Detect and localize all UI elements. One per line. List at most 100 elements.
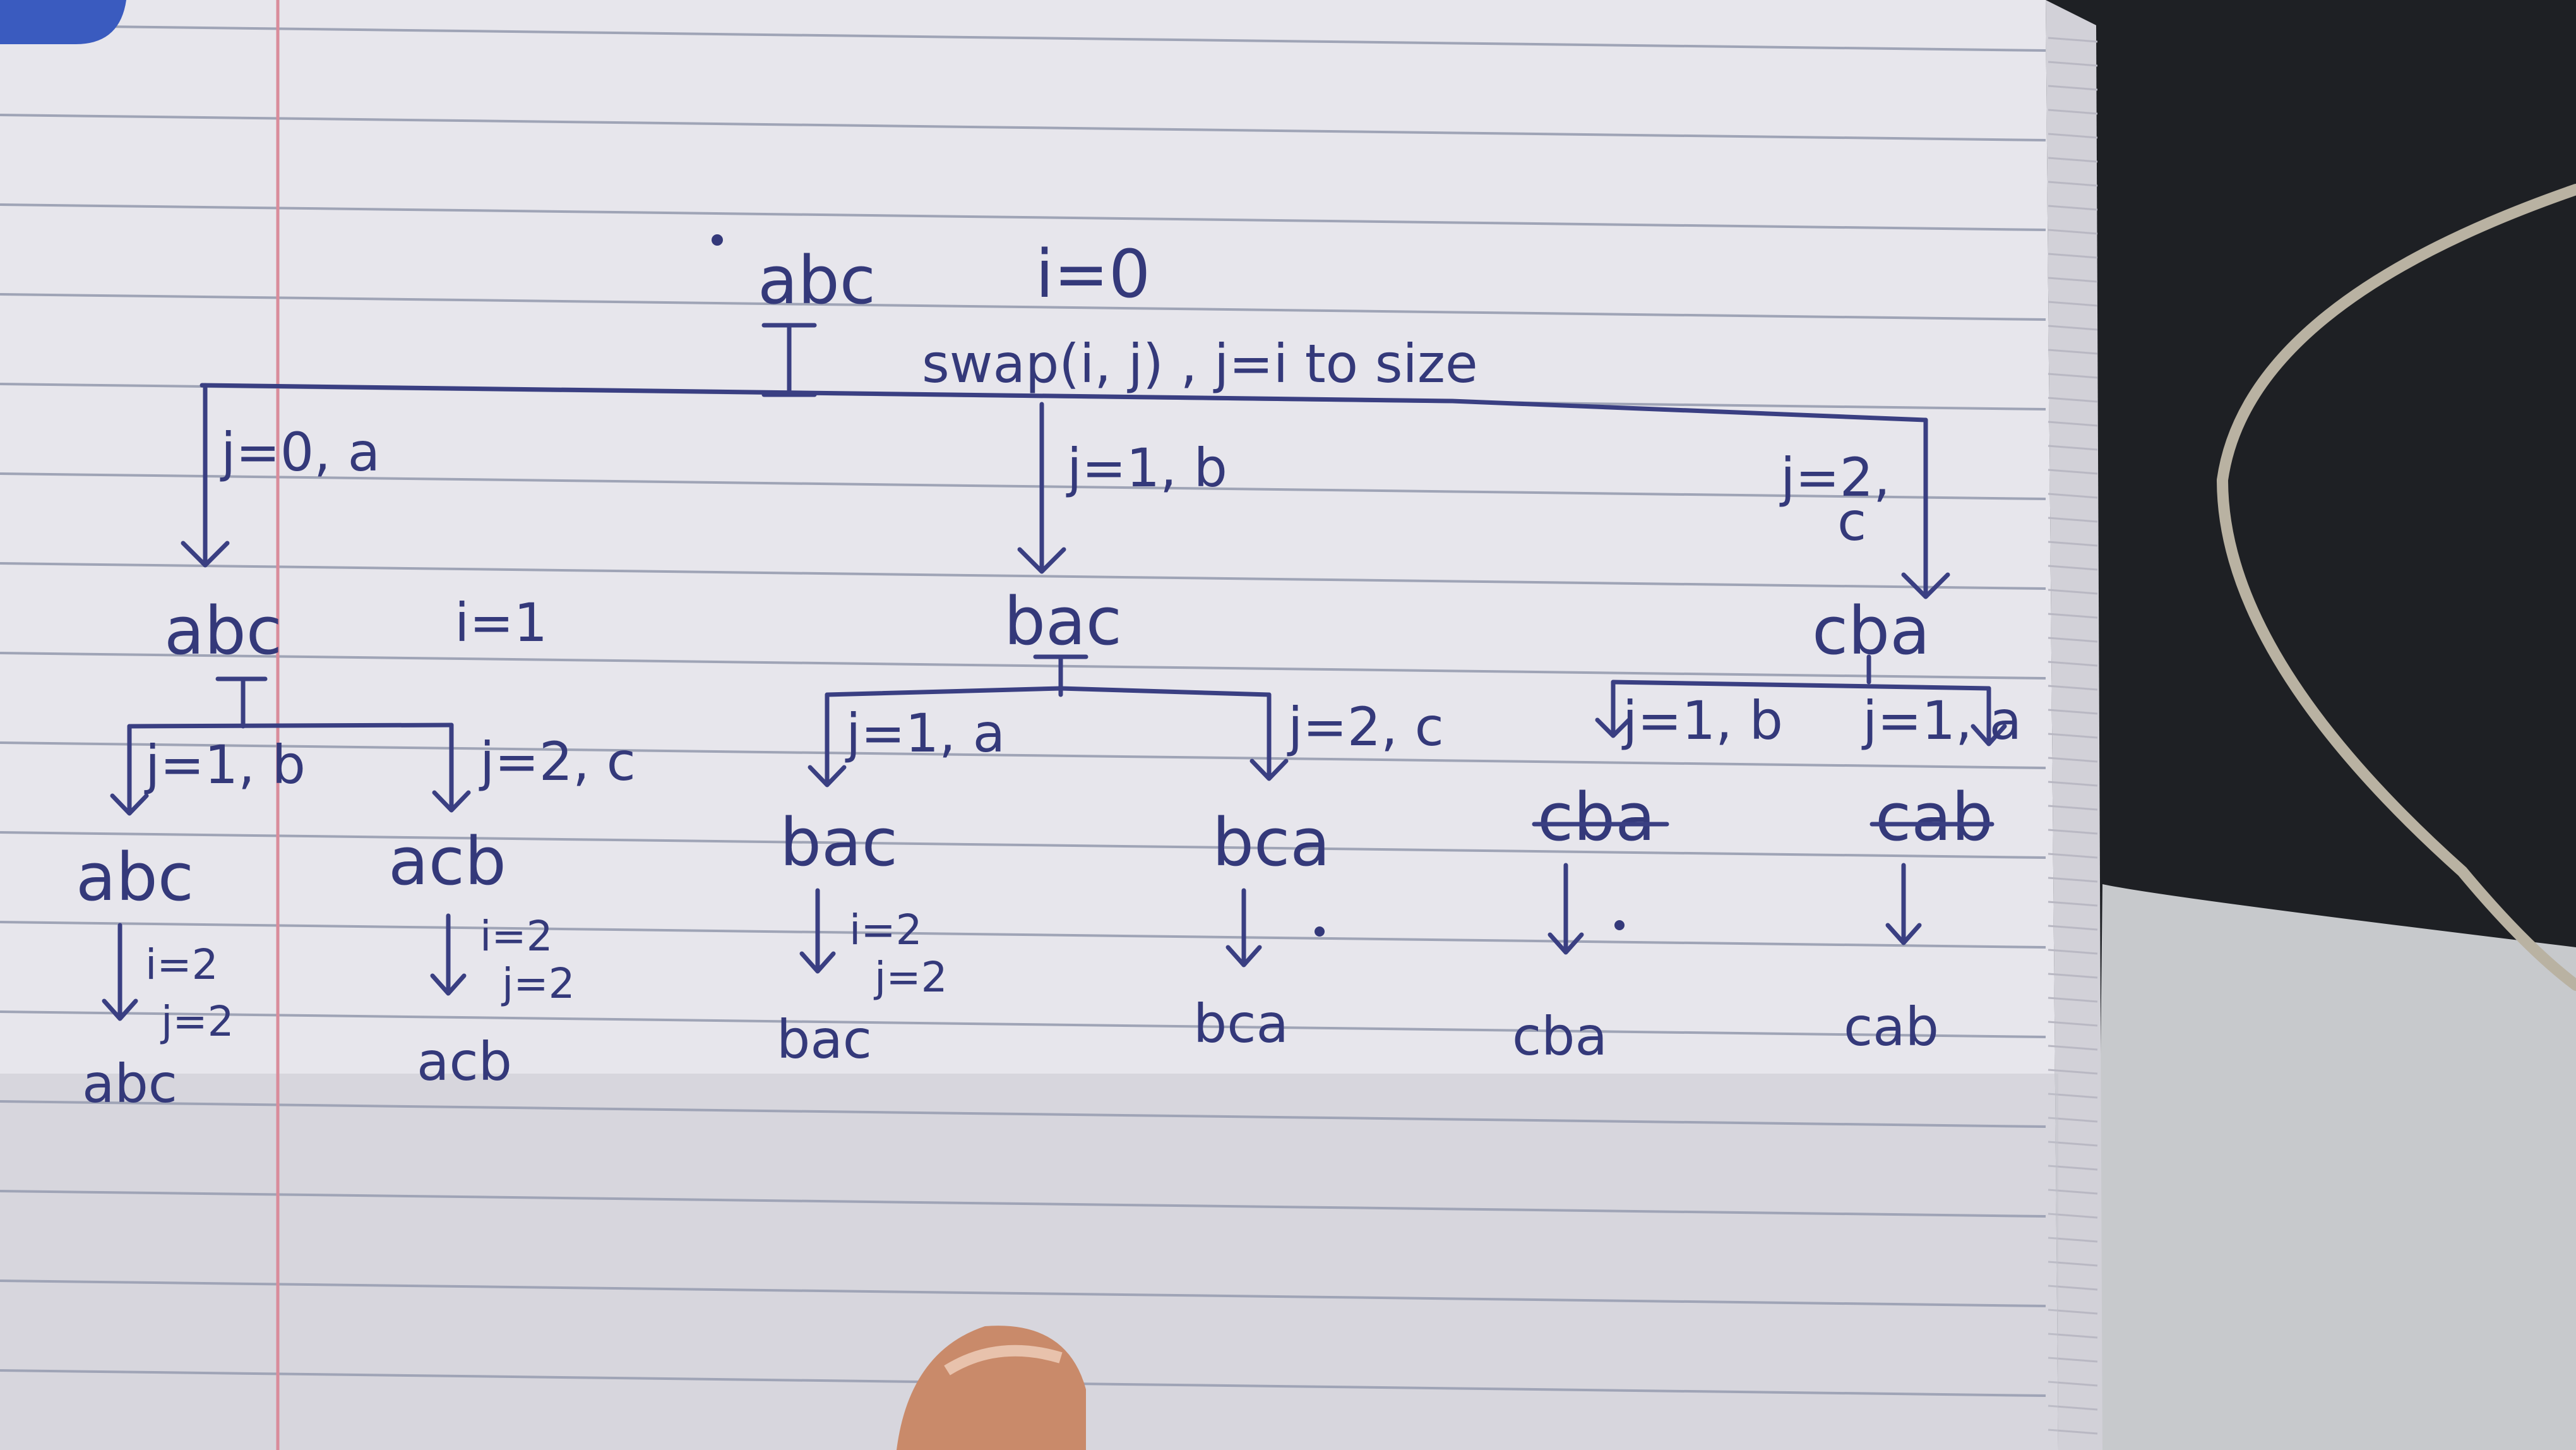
branch1-arrow [181, 541, 230, 568]
page-edge-line [2048, 469, 2098, 475]
page-edge-line [2048, 1237, 2098, 1243]
page-edge-line [2048, 613, 2098, 619]
page-edge-line [2048, 133, 2098, 139]
desk-surface [2096, 884, 2576, 1450]
l3-label-2-i: i=2 [480, 912, 553, 961]
page-edge-line [2048, 733, 2098, 739]
page-edge-line [2048, 589, 2098, 595]
page-edge-line [2048, 1189, 2098, 1195]
page-edge-line [2048, 253, 2098, 259]
page-edge-line [2048, 925, 2098, 931]
edge-label-3: j=2, [1779, 446, 1890, 508]
l3-label-1-j: j=2 [160, 997, 234, 1046]
page-edge-line [2048, 1069, 2098, 1075]
ruled-line [0, 203, 2046, 231]
sub3-right-arrow [1971, 724, 2007, 746]
edge-label-2: j=1, b [1066, 437, 1227, 499]
level1-i-label: i=1 [455, 592, 547, 654]
l3-arrow-3-head [799, 951, 836, 974]
page-edge-line [2048, 829, 2098, 835]
page-edge-line [2048, 85, 2098, 91]
ink-dot [1315, 926, 1325, 937]
ruled-line [0, 921, 2046, 949]
level2-node-6: cab [1875, 779, 1993, 856]
swap-note: swap(i, j) , j=i to size [922, 333, 1478, 395]
result-3: bac [777, 1009, 872, 1070]
thumbnail [944, 1345, 1063, 1375]
ruled-line [0, 1190, 2046, 1218]
page-edge-line [2048, 1261, 2098, 1267]
sub3-bar [1611, 680, 1991, 691]
page-edges [2046, 0, 2102, 1450]
level2-node-2: acb [388, 823, 506, 900]
l3-label-1-i: i=2 [145, 940, 218, 989]
sub3-edge-left: j=1, b [1621, 690, 1783, 752]
result-6: cab [1844, 996, 1939, 1058]
page-edge-line [2048, 1429, 2098, 1435]
sub1-bar [127, 722, 454, 729]
page-edge-line [2048, 445, 2098, 451]
l3-arrow-2-head [430, 973, 467, 996]
page-edge-line [2048, 1141, 2098, 1147]
corner-tab [0, 0, 126, 44]
sub1-edge-right: j=2, c [479, 731, 636, 793]
ruled-line [0, 114, 2046, 141]
page-edge-line [2048, 805, 2098, 811]
ruled-line [0, 741, 2046, 769]
result-2: acb [417, 1031, 512, 1093]
cable [2217, 184, 2576, 991]
sub1-left-arrow [110, 793, 149, 816]
page-edge-line [2048, 997, 2098, 1003]
l3-label-2-j: j=2 [501, 959, 575, 1008]
page-edge-line [2048, 877, 2098, 883]
sub2-bar [825, 686, 1272, 697]
level2-node-1: abc [76, 839, 194, 916]
page-edge-line [2048, 61, 2098, 67]
page-edge-line [2048, 397, 2098, 403]
page-edge-line [2048, 1309, 2098, 1315]
page-edge-line [2048, 1021, 2098, 1027]
branch2-arrow [1017, 547, 1066, 574]
page-edge-line [2048, 349, 2098, 355]
page-edge-line [2048, 157, 2098, 163]
page-edge-line [2048, 205, 2098, 211]
ink-dot [1614, 920, 1625, 930]
sub3-edge-right: j=1, a [1861, 690, 2022, 752]
level2-node-4: bca [1212, 804, 1330, 881]
l3-label-3-j: j=2 [873, 953, 948, 1002]
page-edge-line [2048, 493, 2098, 499]
sub2-edge-right: j=2, c [1287, 696, 1444, 758]
ruled-lines [0, 24, 2046, 1397]
ruled-line [0, 562, 2046, 590]
page-edge-line [2048, 637, 2098, 643]
ruled-line [0, 1279, 2046, 1307]
page-edge-lines [2048, 37, 2098, 1435]
level1-node-2: bac [1004, 583, 1122, 660]
result-5: cba [1512, 1005, 1607, 1067]
edge-label-1: j=0, a [220, 421, 380, 483]
page-edge-line [2048, 109, 2098, 115]
l3-arrow-5-head [1547, 932, 1584, 955]
level1-node-1: abc [164, 592, 282, 669]
page-edge-line [2048, 325, 2098, 331]
branch3-arrow [1901, 572, 1950, 599]
ruled-line [0, 1010, 2046, 1038]
notebook-page [0, 0, 2058, 1450]
sub1-right-arrow [432, 790, 471, 813]
page-edge-line [2048, 781, 2098, 787]
page-edge-line [2048, 1213, 2098, 1219]
edge-label-3-extra: c [1837, 491, 1866, 553]
page-edge-line [2048, 541, 2098, 547]
level2-node-5: cba [1537, 779, 1655, 856]
page-edge-line [2048, 853, 2098, 859]
level1-bar [200, 383, 1928, 422]
root-word: abc [758, 242, 876, 319]
page-edge-line [2048, 1117, 2098, 1123]
page-edge-line [2048, 1333, 2098, 1339]
page-edge-line [2048, 301, 2098, 307]
page-edge-line [2048, 709, 2098, 715]
page-edge-line [2048, 181, 2098, 187]
page-edge-line [2048, 37, 2098, 43]
